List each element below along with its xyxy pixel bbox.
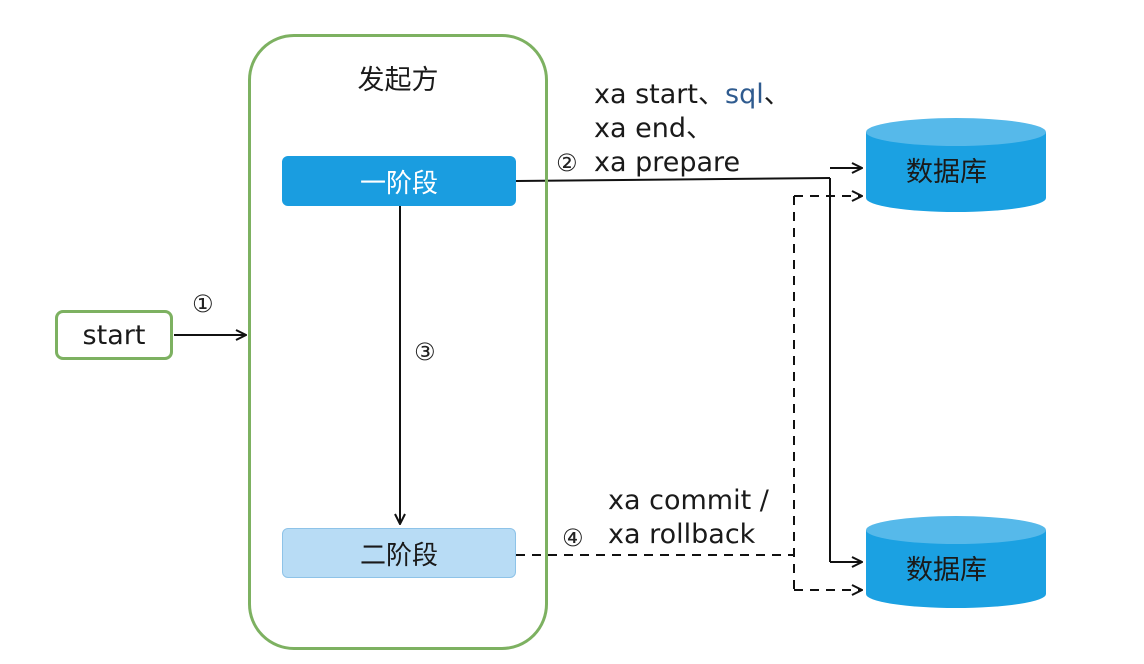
start-label: start — [82, 319, 146, 351]
phase-one-box: 一阶段 — [282, 156, 516, 206]
initiator-container — [248, 34, 548, 650]
prepare-text-line-2: xa end、 — [594, 113, 713, 144]
phase-two-label: 二阶段 — [359, 540, 438, 571]
initiator-title: 发起方 — [357, 65, 439, 96]
prepare-text-line-3: xa prepare — [594, 147, 741, 178]
database-bottom-icon — [866, 516, 1046, 608]
phase-two-box: 二阶段 — [282, 528, 516, 578]
phase-one-label: 一阶段 — [359, 168, 438, 199]
commit-text-line-1: xa commit / — [608, 485, 769, 516]
xa-start-text: xa start、 — [594, 79, 725, 110]
database-bottom-label: 数据库 — [906, 555, 987, 586]
step-2-marker: ② — [556, 149, 578, 177]
commit-text-line-2: xa rollback — [608, 519, 756, 550]
database-top-label: 数据库 — [906, 157, 987, 188]
step-1-marker: ① — [192, 290, 214, 318]
separator-text: 、 — [763, 79, 791, 110]
sql-text: sql — [725, 79, 764, 110]
step-3-marker: ③ — [414, 338, 436, 366]
database-top-icon — [866, 118, 1046, 212]
prepare-text-line-1: xa start、sql、 — [594, 78, 791, 112]
step-4-marker: ④ — [562, 524, 584, 552]
start-node: start — [55, 310, 173, 360]
prepare-line — [515, 177, 831, 182]
